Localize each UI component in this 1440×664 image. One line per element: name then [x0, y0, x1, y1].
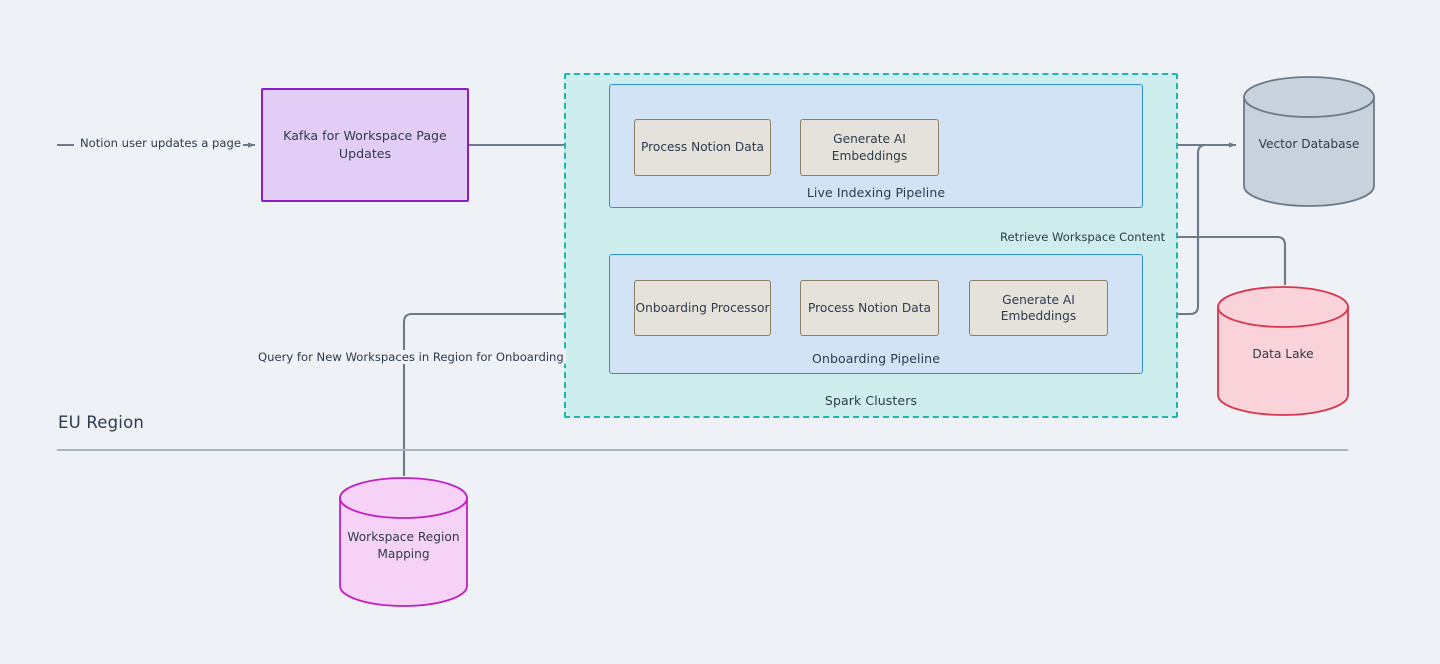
- task-onboarding-processor[interactable]: Onboarding Processor: [634, 280, 771, 336]
- spark-clusters-label: Spark Clusters: [824, 393, 918, 408]
- task-label: Process Notion Data: [641, 140, 764, 155]
- task-label: Generate AI Embeddings: [831, 132, 908, 163]
- workspace-region-mapping-label: Workspace Region Mapping: [347, 529, 460, 561]
- kafka-topic-node[interactable]: Kafka for Workspace Page Updates: [261, 88, 469, 202]
- cylinder-shape: [1243, 76, 1375, 207]
- kafka-topic-label: Kafka for Workspace Page Updates: [283, 127, 447, 161]
- task-label: Generate AI Embeddings: [1000, 292, 1077, 323]
- edge-label-retrieve-workspace-content: Retrieve Workspace Content: [998, 230, 1168, 244]
- task-process-notion-data-onboarding[interactable]: Process Notion Data: [800, 280, 939, 336]
- edge-label-notion-update: Notion user updates a page: [78, 136, 243, 150]
- task-generate-ai-embeddings-live[interactable]: Generate AI Embeddings: [800, 119, 939, 176]
- region-divider: [57, 449, 1348, 451]
- region-label: EU Region: [58, 413, 145, 432]
- vector-database-node[interactable]: Vector Database: [1242, 75, 1376, 208]
- vector-database-label: Vector Database: [1258, 137, 1360, 152]
- live-indexing-pipeline-label: Live Indexing Pipeline: [806, 185, 946, 200]
- edge-data-lake-to-onboarding-process: [1165, 235, 1287, 285]
- task-generate-ai-embeddings-onboarding[interactable]: Generate AI Embeddings: [969, 280, 1108, 336]
- edge-label-query-new-workspaces: Query for New Workspaces in Region for O…: [256, 350, 566, 364]
- data-lake-label: Data Lake: [1252, 346, 1314, 361]
- task-label: Onboarding Processor: [635, 300, 770, 315]
- task-label: Process Notion Data: [808, 300, 931, 315]
- task-process-notion-data-live[interactable]: Process Notion Data: [634, 119, 771, 176]
- cylinder-shape: [1217, 286, 1349, 416]
- onboarding-pipeline-label: Onboarding Pipeline: [812, 351, 940, 366]
- cylinder-shape: [339, 477, 468, 607]
- data-lake-node[interactable]: Data Lake: [1216, 285, 1350, 417]
- workspace-region-mapping-node[interactable]: Workspace Region Mapping: [338, 476, 469, 608]
